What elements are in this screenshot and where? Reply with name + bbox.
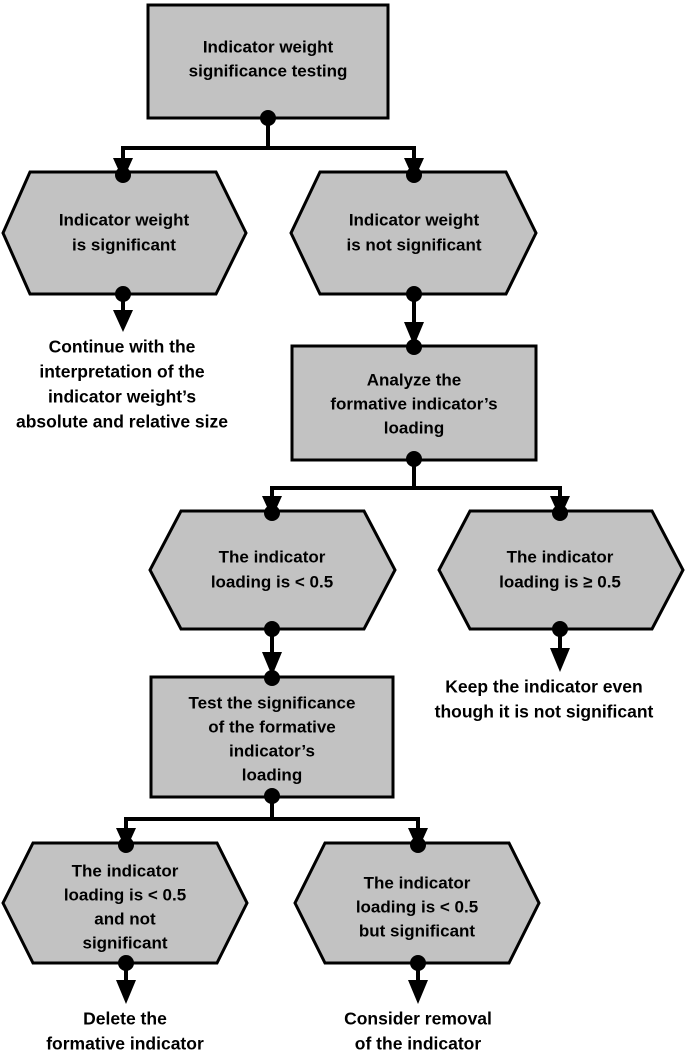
node-loading-ge-05[interactable]: The indicator loading is ≥ 0.5 <box>437 509 685 631</box>
node-test-significance[interactable]: Test the significance of the formative i… <box>149 675 395 799</box>
junction-dot-layer <box>115 110 568 971</box>
node-continue-interpretation: Continue with the interpretation of the … <box>16 337 228 432</box>
node-lt05-not-significant-line-3: significant <box>82 933 167 952</box>
node-lt05-not-significant-line-0: The indicator <box>72 861 179 880</box>
junction-dot <box>264 670 280 686</box>
node-delete-indicator: Delete the formative indicator <box>46 1009 204 1053</box>
node-lt05-but-significant-line-2: but significant <box>359 921 476 940</box>
node-weight-not-significant-line-1: is not significant <box>346 235 481 254</box>
junction-dot <box>410 955 426 971</box>
junction-dot <box>552 505 568 521</box>
consider-removal-line-1: of the indicator <box>355 1034 482 1053</box>
junction-dot <box>118 955 134 971</box>
node-loading-lt-05[interactable]: The indicator loading is < 0.5 <box>148 509 397 631</box>
node-weight-significant-line-1: is significant <box>72 235 176 254</box>
junction-dot <box>260 110 276 126</box>
consider-removal-line-0: Consider removal <box>344 1009 492 1029</box>
node-weight-significant-line-0: Indicator weight <box>59 210 190 229</box>
node-analyze-loading-line-2: loading <box>384 418 444 437</box>
junction-dot <box>406 339 422 355</box>
junction-dot <box>115 286 131 302</box>
node-keep-indicator: Keep the indicator even though it is not… <box>435 677 654 722</box>
node-weight-not-significant-line-0: Indicator weight <box>349 210 480 229</box>
junction-dot <box>118 837 134 853</box>
junction-dot <box>264 621 280 637</box>
edge-analyze-split <box>262 460 570 518</box>
continue-interpretation-line-2: indicator weight’s <box>48 387 196 407</box>
node-test-significance-line-3: loading <box>242 765 302 784</box>
node-test-significance-line-2: indicator’s <box>229 741 315 760</box>
node-lt05-but-significant-line-1: loading is < 0.5 <box>356 897 478 916</box>
node-lt05-not-significant-line-1: loading is < 0.5 <box>64 885 186 904</box>
keep-indicator-line-1: though it is not significant <box>435 702 654 722</box>
node-weight-not-significant[interactable]: Indicator weight is not significant <box>289 170 538 296</box>
node-loading-ge-05-line-1: loading is ≥ 0.5 <box>499 572 621 591</box>
junction-dot <box>406 167 422 183</box>
node-lt05-but-significant-line-0: The indicator <box>364 873 471 892</box>
node-analyze-loading-line-1: formative indicator’s <box>330 394 497 413</box>
continue-interpretation-line-3: absolute and relative size <box>16 412 228 432</box>
node-root-process[interactable]: Indicator weight significance testing <box>146 3 390 120</box>
continue-interpretation-line-0: Continue with the <box>49 337 196 357</box>
node-lt05-not-significant[interactable]: The indicator loading is < 0.5 and not s… <box>1 841 249 965</box>
junction-dot <box>406 286 422 302</box>
delete-indicator-line-0: Delete the <box>83 1009 167 1029</box>
delete-indicator-line-1: formative indicator <box>46 1034 204 1053</box>
junction-dot <box>406 451 422 467</box>
node-lt05-but-significant[interactable]: The indicator loading is < 0.5 but signi… <box>293 841 541 965</box>
junction-dot <box>115 167 131 183</box>
node-loading-ge-05-line-0: The indicator <box>507 547 614 566</box>
keep-indicator-line-0: Keep the indicator even <box>445 677 642 697</box>
junction-dot <box>552 621 568 637</box>
continue-interpretation-line-1: interpretation of the <box>39 362 205 382</box>
node-lt05-not-significant-line-2: and not <box>94 909 156 928</box>
node-loading-lt-05-line-1: loading is < 0.5 <box>211 572 333 591</box>
node-test-significance-line-1: of the formative <box>208 717 336 736</box>
junction-dot <box>264 505 280 521</box>
node-analyze-loading[interactable]: Analyze the formative indicator’s loadin… <box>290 344 538 462</box>
node-loading-lt-05-line-0: The indicator <box>219 547 326 566</box>
node-weight-significant[interactable]: Indicator weight is significant <box>1 170 248 296</box>
node-root-process-line-0: Indicator weight <box>203 37 334 56</box>
node-analyze-loading-line-0: Analyze the <box>367 370 461 389</box>
node-consider-removal: Consider removal of the indicator <box>344 1009 492 1053</box>
node-test-significance-line-0: Test the significance <box>189 693 356 712</box>
node-root-process-line-1: significance testing <box>189 61 348 80</box>
junction-dot <box>410 837 426 853</box>
junction-dot <box>264 788 280 804</box>
